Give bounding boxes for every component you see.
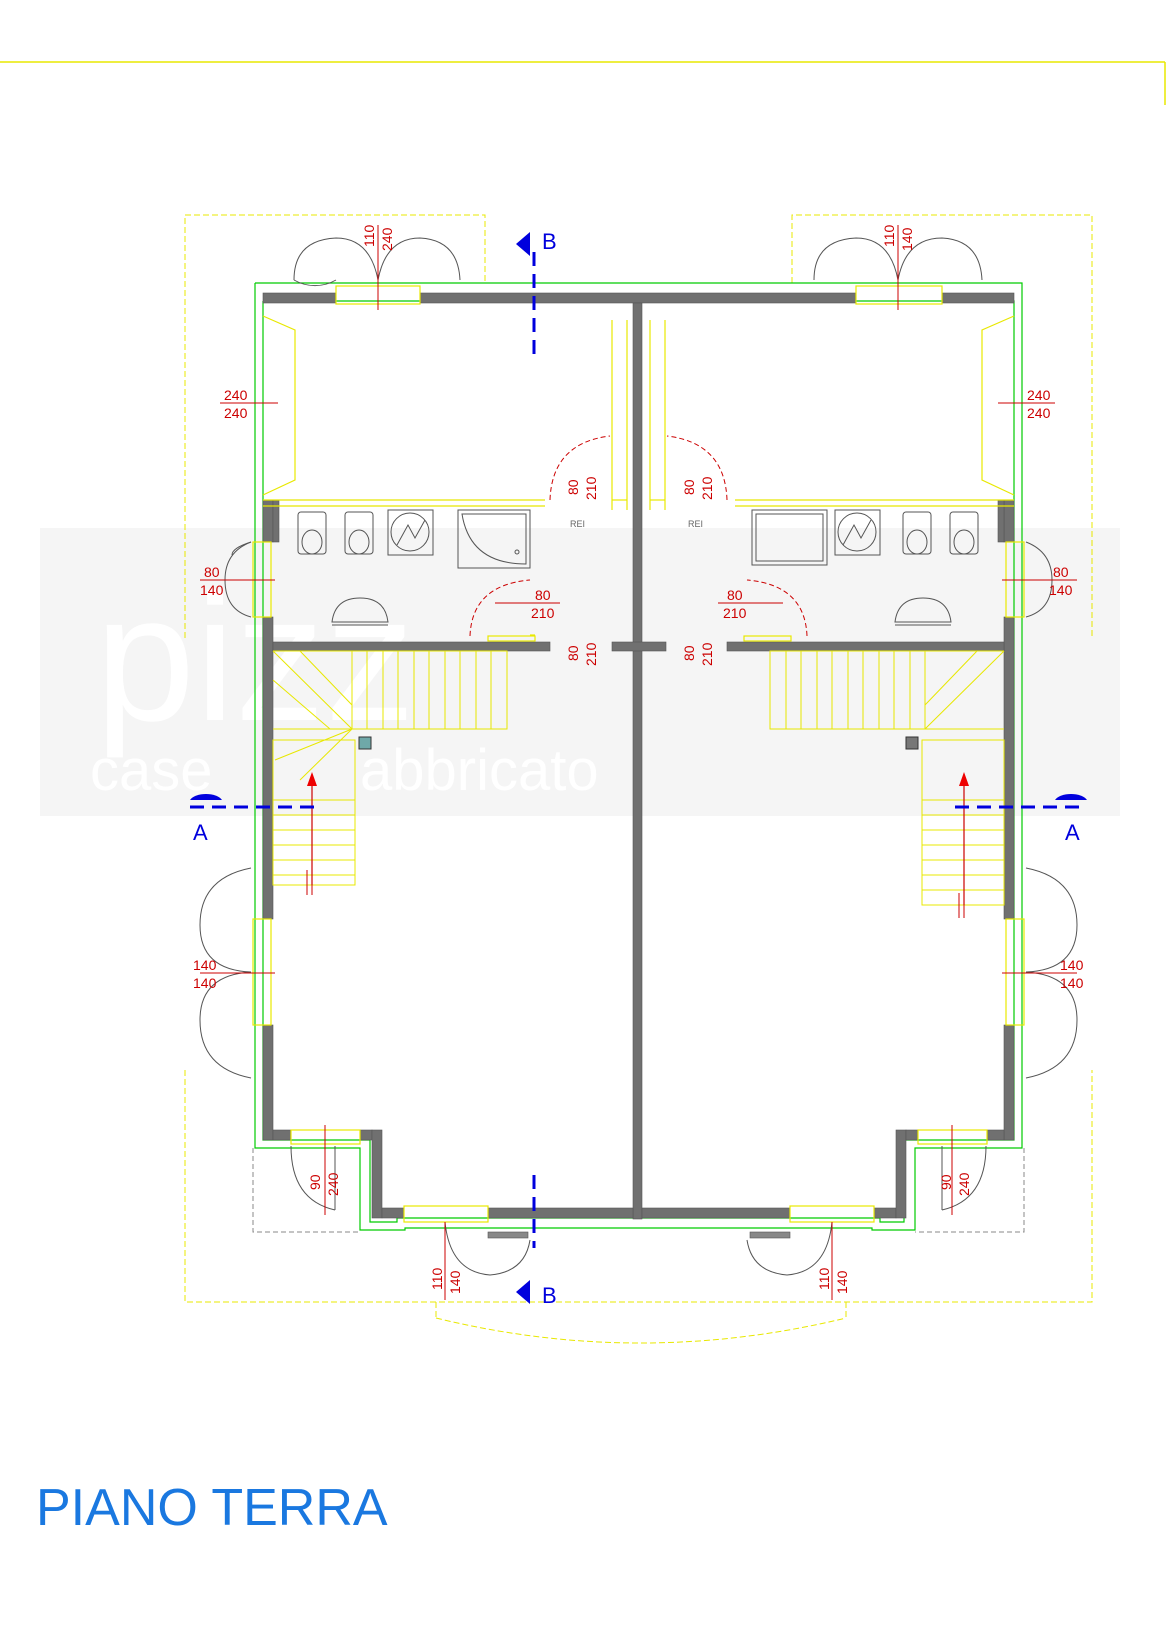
dim-left-french-window-h: 140 <box>193 975 217 991</box>
watermark: pizz case abbricato <box>40 528 1120 816</box>
dim-bottom-left-door-h: 140 <box>447 1270 463 1294</box>
dim-top-left-window-w: 110 <box>361 224 377 247</box>
dim-right-inner-door-h: 210 <box>723 605 747 621</box>
dim-right-bath-window-h: 140 <box>1049 582 1073 598</box>
dim-left-entry-door-h: 240 <box>325 1172 341 1196</box>
staircase-right <box>769 650 1005 906</box>
dim-left-bath-door-h: 210 <box>583 476 599 500</box>
dim-right-entry-door-h: 240 <box>956 1172 972 1196</box>
staircase-left <box>272 650 508 886</box>
dim-right-upper-window-w: 240 <box>1027 387 1051 403</box>
window-swings <box>199 237 1078 1276</box>
rei-label-right: REI <box>688 519 703 529</box>
dim-top-right-window-w: 110 <box>881 224 897 247</box>
dim-left-upper-window-h: 240 <box>224 405 248 421</box>
terrace-outlines <box>184 214 1093 1344</box>
watermark-tagline: case <box>90 738 213 803</box>
bathroom-fixtures-left <box>297 509 531 626</box>
stair-arrows <box>306 772 969 918</box>
door-swings <box>469 435 808 637</box>
section-label-b-bottom: B <box>542 1283 557 1308</box>
dim-bottom-right-door-h: 140 <box>834 1270 850 1294</box>
dim-left-inner-door-w: 80 <box>535 587 551 603</box>
walls <box>262 292 1015 1239</box>
dim-right-entry-door-w: 90 <box>938 1174 954 1190</box>
dim-right-french-window-w: 140 <box>1060 957 1084 973</box>
section-label-a-right: A <box>1065 820 1080 845</box>
dim-left-hall-door-w: 80 <box>565 645 581 661</box>
dim-bottom-right-door-w: 110 <box>816 1267 832 1290</box>
column-left <box>358 736 372 750</box>
dim-right-upper-window-h: 240 <box>1027 405 1051 421</box>
section-label-a-left: A <box>193 820 208 845</box>
dim-left-upper-window-w: 240 <box>224 387 248 403</box>
dim-top-left-window-h: 240 <box>379 227 395 251</box>
dim-bottom-left-door-w: 110 <box>429 1267 445 1290</box>
dim-right-bath-window-w: 80 <box>1053 564 1069 580</box>
section-label-b-top: B <box>542 229 557 254</box>
watermark-tagline-2: abbricato <box>360 738 599 803</box>
section-lines <box>190 252 1087 1248</box>
rei-label-left: REI <box>570 519 585 529</box>
section-markers <box>190 232 1087 1304</box>
dim-right-hall-door-h: 210 <box>699 642 715 666</box>
dim-left-inner-door-h: 210 <box>531 605 555 621</box>
dim-left-bath-window-h: 140 <box>200 582 224 598</box>
dim-left-bath-door-w: 80 <box>565 479 581 495</box>
entry-lines <box>252 1148 1025 1233</box>
page-title: PIANO TERRA <box>36 1479 388 1537</box>
dim-left-hall-door-h: 210 <box>583 642 599 666</box>
dim-right-inner-door-w: 80 <box>727 587 743 603</box>
dim-right-bath-door-h: 210 <box>699 476 715 500</box>
dim-right-hall-door-w: 80 <box>681 645 697 661</box>
dim-left-french-window-w: 140 <box>193 957 217 973</box>
dimension-leaders <box>200 225 1077 1300</box>
dim-top-right-window-h: 140 <box>899 227 915 251</box>
bathroom-fixtures-right <box>751 509 979 626</box>
dim-right-french-window-h: 140 <box>1060 975 1084 991</box>
column-right <box>905 736 919 750</box>
dim-right-bath-door-w: 80 <box>681 479 697 495</box>
dim-left-entry-door-w: 90 <box>307 1174 323 1190</box>
dim-left-bath-window-w: 80 <box>204 564 220 580</box>
